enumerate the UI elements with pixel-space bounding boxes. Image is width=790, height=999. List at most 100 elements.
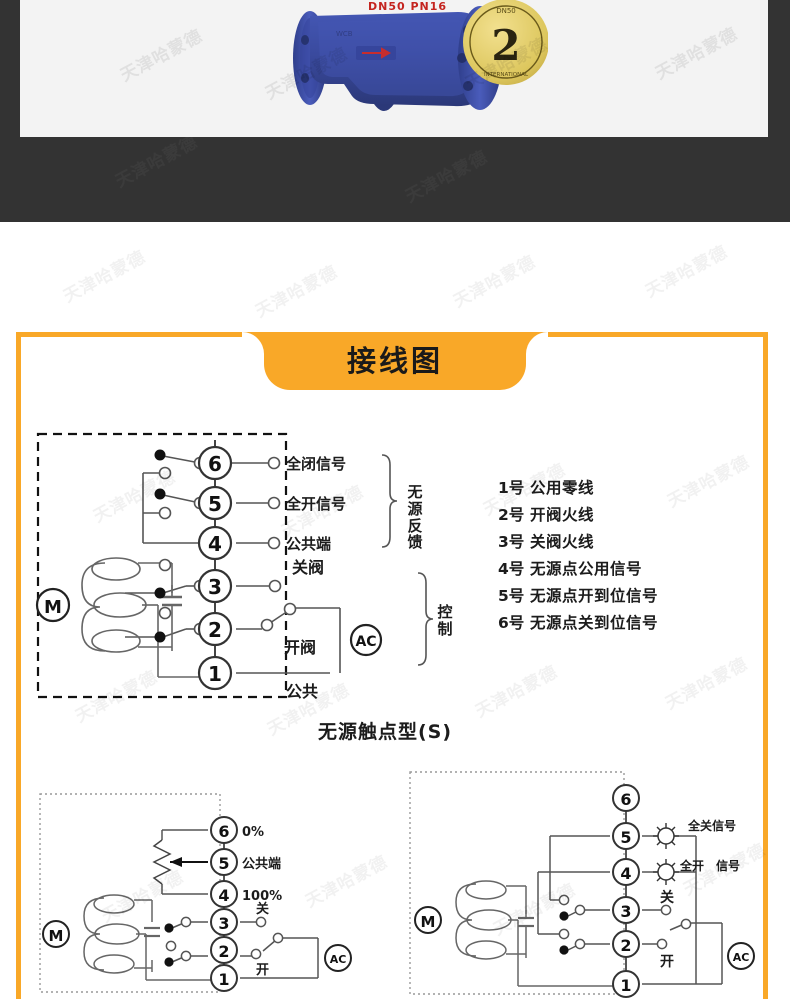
legend-num: 5号	[498, 587, 525, 605]
legend-row: 6号 无源点关到位信号	[498, 614, 659, 632]
terminal-5: 5	[612, 822, 640, 850]
label-t3: 关阀	[292, 558, 324, 577]
terminal-number: 6	[620, 790, 631, 809]
watermark: 天津哈蒙德	[450, 252, 540, 313]
label-t1: 公共	[286, 682, 318, 701]
terminal-legend-list: 1号 公用零线 2号 开阀火线 3号 关阀火线 4号 无源点公用信号 5号 无源…	[498, 479, 659, 643]
terminal-point	[250, 948, 262, 960]
label-t5: 全关信号	[687, 818, 736, 833]
caption-text: 无源触点型(S)	[317, 721, 453, 743]
svg-text:INTERNATIONAL: INTERNATIONAL	[484, 72, 529, 78]
contact-dot	[154, 449, 166, 461]
watermark: 天津哈蒙德	[110, 128, 201, 192]
ac-label: AC	[355, 634, 376, 650]
terminal-point	[267, 496, 281, 510]
terminal-number: 3	[218, 914, 229, 933]
legend-row: 4号 无源点公用信号	[498, 560, 658, 578]
terminal-2: 2	[210, 936, 238, 964]
terminal-6: 6	[197, 445, 233, 481]
terminal-point	[267, 456, 281, 470]
label-t3: 关	[660, 889, 674, 906]
terminal-2: 2	[197, 611, 233, 647]
terminal-point	[260, 618, 274, 632]
terminal-4: 4	[197, 525, 233, 561]
main-diagram-caption: 无源触点型(S)	[0, 717, 790, 744]
terminal-number: 2	[620, 936, 631, 955]
contact-open	[558, 894, 570, 906]
terminal-number: 2	[208, 618, 222, 642]
terminal-6: 6	[612, 784, 640, 812]
contact-dot	[559, 911, 569, 921]
contact-open	[158, 606, 172, 620]
contact-dot	[154, 587, 166, 599]
ac-source-symbol: AC	[324, 944, 352, 972]
terminal-number: 3	[620, 902, 631, 921]
group-control-text: 控制	[437, 603, 453, 639]
terminal-1: 1	[197, 655, 233, 691]
contact-dot	[559, 945, 569, 955]
contact-open	[158, 466, 172, 480]
legend-text: 无源点公用信号	[530, 560, 643, 578]
contact-open	[574, 938, 586, 950]
contact-open	[158, 506, 172, 520]
terminal-number: 5	[620, 828, 631, 847]
motor-symbol: M	[35, 587, 71, 623]
legend-row: 3号 关阀火线	[498, 533, 658, 551]
terminal-point	[656, 938, 668, 950]
legend-num: 3号	[498, 533, 525, 551]
contact-open	[158, 558, 172, 572]
terminal-point	[255, 916, 267, 928]
watermark: 天津哈蒙德	[400, 143, 491, 207]
terminal-point	[268, 579, 282, 593]
group-label-control: 控制	[434, 603, 456, 639]
terminal-number: 6	[218, 822, 229, 841]
ac-source-symbol: AC	[727, 942, 755, 970]
terminal-point	[283, 602, 297, 616]
terminal-3: 3	[210, 908, 238, 936]
group-feedback-text: 无源反馈	[407, 483, 423, 552]
motor-symbol: M	[414, 906, 442, 934]
contact-open	[558, 928, 570, 940]
terminal-number: 5	[218, 854, 229, 873]
terminal-4: 4	[210, 880, 238, 908]
contact-open	[165, 940, 177, 952]
terminal-3: 3	[612, 896, 640, 924]
svg-text:DN50: DN50	[496, 7, 516, 15]
motor-symbol: M	[42, 920, 70, 948]
legend-text: 公用零线	[530, 479, 595, 497]
main-wiring-diagram: 6 5 4 3 2 1	[35, 432, 434, 701]
contact-dot	[164, 923, 174, 933]
watermark: 天津哈蒙德	[642, 242, 732, 303]
terminal-6: 6	[210, 816, 238, 844]
ac-label: AC	[330, 953, 347, 966]
terminal-number: 1	[218, 970, 229, 989]
terminal-2: 2	[612, 930, 640, 958]
contact-open	[180, 950, 192, 962]
watermark: 天津哈蒙德	[652, 24, 742, 85]
contact-dot	[154, 488, 166, 500]
legend-text: 关阀火线	[530, 533, 595, 551]
legend-num: 4号	[498, 560, 525, 578]
terminal-3: 3	[197, 568, 233, 604]
terminal-1: 1	[210, 964, 238, 992]
bottom-right-wiring-diagram: 6 5 4 3 2 1 M	[409, 771, 755, 998]
contact-dot	[164, 957, 174, 967]
terminal-point	[272, 932, 284, 944]
motor-label: M	[49, 927, 64, 945]
label-t6: 全闭信号	[285, 455, 346, 473]
watermark: 天津哈蒙德	[117, 26, 207, 87]
terminal-number: 6	[208, 452, 222, 476]
ac-label: AC	[733, 951, 750, 964]
motor-label: M	[44, 597, 62, 618]
lamp-icon	[657, 863, 675, 881]
legend-num: 6号	[498, 614, 525, 632]
svg-text:2: 2	[491, 21, 520, 70]
motor-label: M	[421, 913, 436, 931]
legend-text: 无源点关到位信号	[530, 614, 659, 632]
contact-open	[574, 904, 586, 916]
ac-source-symbol: AC	[349, 623, 383, 657]
label-t3: 关	[256, 901, 269, 917]
terminal-number: 4	[218, 886, 229, 905]
terminal-number: 4	[208, 532, 222, 556]
